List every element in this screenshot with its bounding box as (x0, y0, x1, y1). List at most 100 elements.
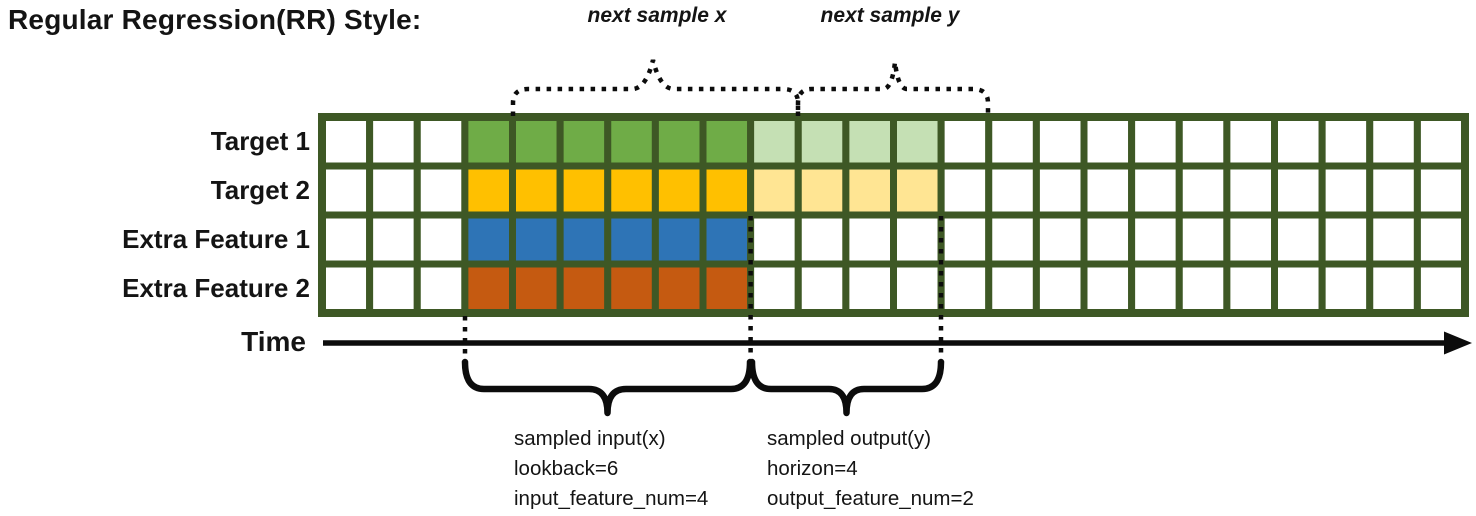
grid-cell (1080, 113, 1136, 170)
grid-cell (651, 211, 707, 268)
grid-cell (890, 162, 945, 219)
grid-cell (937, 211, 993, 268)
grid-cell (366, 113, 421, 170)
grid-cell (1128, 260, 1183, 317)
grid-cell (1413, 113, 1469, 170)
grid-cell (1128, 162, 1183, 219)
grid-cell (318, 260, 374, 317)
grid-cell (366, 260, 421, 317)
sampled-output-feature-num: output_feature_num=2 (767, 487, 974, 510)
grid-cell (890, 211, 945, 268)
sampled-output-brace (748, 358, 945, 417)
grid-cell (1032, 113, 1088, 170)
grid-cell (1175, 113, 1231, 170)
grid-cell (1223, 260, 1279, 317)
grid-cell (604, 113, 659, 170)
grid-cell (1271, 113, 1326, 170)
grid-cell (1318, 260, 1374, 317)
grid-cell (747, 260, 802, 317)
grid-cell (413, 260, 469, 317)
next-sample-x-label: next sample x (587, 4, 727, 27)
grid-cell (699, 211, 755, 268)
grid-cell (461, 211, 517, 268)
grid-cell (1128, 211, 1183, 268)
next-y-dotted-brace (795, 61, 991, 116)
time-axis-arrowhead (1444, 331, 1472, 355)
sampled-input-brace (461, 358, 754, 417)
grid-cell (1318, 113, 1374, 170)
grid-cell (651, 162, 707, 219)
grid-cell (1032, 162, 1088, 219)
grid-cell (1413, 162, 1469, 219)
grid-cell (890, 113, 945, 170)
grid-cell (318, 162, 374, 219)
grid-cell (1271, 211, 1326, 268)
row-label-target-1: Target 1 (210, 126, 310, 156)
grid-cell (1175, 260, 1231, 317)
grid-cell (794, 260, 850, 317)
sampled-output-title: sampled output(y) (767, 427, 932, 450)
grid-cell (604, 260, 659, 317)
grid-cell (794, 211, 850, 268)
grid-cell (937, 113, 993, 170)
grid-cell (985, 211, 1040, 268)
grid-cell (1175, 162, 1231, 219)
grid-cell (699, 260, 755, 317)
grid-cell (509, 211, 564, 268)
grid-cell (1128, 113, 1183, 170)
grid-cell (318, 211, 374, 268)
grid-cell (1413, 260, 1469, 317)
grid-cell (1366, 211, 1421, 268)
grid-cell (1318, 162, 1374, 219)
grid-cell (556, 113, 612, 170)
sampled-output-horizon: horizon=4 (767, 457, 858, 480)
grid-cell (1223, 113, 1279, 170)
grid-cell (747, 211, 802, 268)
grid-cell (366, 162, 421, 219)
grid-cell (1223, 162, 1279, 219)
grid-cell (1080, 162, 1136, 219)
grid-cell (461, 162, 517, 219)
row-label-extra-feature-2: Extra Feature 2 (122, 273, 310, 303)
grid-cell (366, 211, 421, 268)
grid-cell (509, 113, 564, 170)
grid-cell (1271, 162, 1326, 219)
grid-cell (794, 162, 850, 219)
grid-cell (413, 162, 469, 219)
grid-cell (461, 113, 517, 170)
grid-cell (556, 260, 612, 317)
grid-cell (318, 113, 374, 170)
row-label-extra-feature-1: Extra Feature 1 (122, 224, 310, 254)
grid-cell (1366, 113, 1421, 170)
sampled-input-lookback: lookback=6 (514, 457, 619, 480)
grid-cell (890, 260, 945, 317)
sampled-input-block: sampled input(x) lookback=6 input_featur… (514, 424, 708, 514)
grid-cell (1366, 260, 1421, 317)
time-axis-arrow (323, 331, 1472, 355)
grid-cell (509, 162, 564, 219)
sampled-input-feature-num: input_feature_num=4 (514, 487, 709, 510)
grid-cell (1032, 260, 1088, 317)
grid-cell (556, 211, 612, 268)
grid-cell (604, 211, 659, 268)
page-title: Regular Regression(RR) Style: (8, 4, 422, 35)
grid-cell (937, 260, 993, 317)
grid-cell (699, 162, 755, 219)
grid-cell (1366, 162, 1421, 219)
dotted-guides (462, 59, 991, 358)
grid-cell (509, 260, 564, 317)
grid-cell (1032, 211, 1088, 268)
grid-border (318, 113, 1469, 317)
time-axis-label: Time (241, 326, 306, 357)
row-label-target-2: Target 2 (210, 175, 310, 205)
grid-cell (842, 162, 898, 219)
grid-cell (1318, 211, 1374, 268)
grid-cell (1080, 211, 1136, 268)
grid-cell (937, 162, 993, 219)
grid-cell (461, 260, 517, 317)
next-x-dotted-brace (510, 59, 801, 116)
grid-cell (556, 162, 612, 219)
grid-cell (651, 260, 707, 317)
